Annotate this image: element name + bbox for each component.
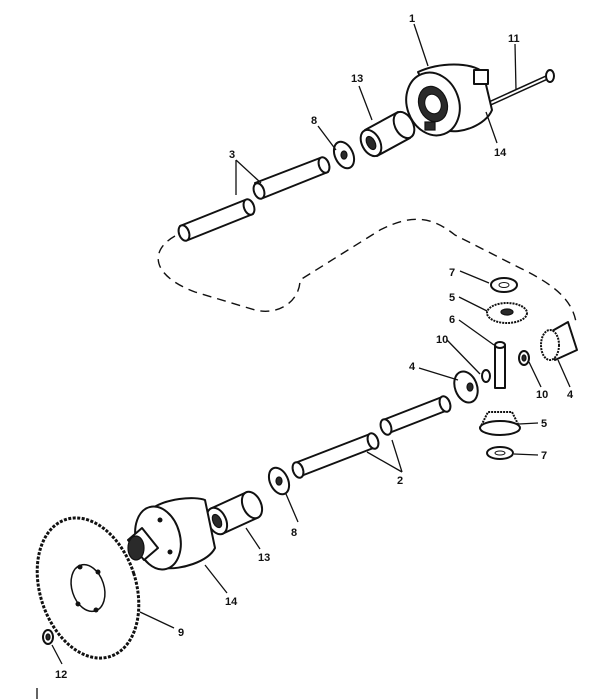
callout-10-right: 10 [536, 389, 548, 401]
callout-5-bottom: 5 [541, 418, 547, 430]
shaft-part-2 [291, 395, 452, 479]
gear-part-5-bottom [479, 411, 521, 436]
nut-part-12 [42, 629, 54, 645]
bevel-gear-part-4-left [453, 370, 479, 404]
callout-7-top: 7 [449, 267, 455, 279]
washer-part-7-bottom [486, 446, 514, 460]
callout-10-left: 10 [436, 334, 448, 346]
callout-2: 2 [397, 475, 403, 487]
pin-part-6 [494, 341, 506, 389]
callout-13-top: 13 [351, 73, 363, 85]
callout-13-bottom: 13 [258, 552, 270, 564]
washer-part-10-right [518, 350, 530, 366]
bolt-part-11 [480, 69, 555, 110]
washer-part-8-bottom [267, 466, 291, 496]
gear-part-5-top [486, 302, 528, 324]
callout-9: 9 [178, 627, 184, 639]
callout-14-bottom: 14 [225, 596, 238, 608]
assembly-dashed-line [157, 218, 577, 323]
callout-4-left: 4 [409, 361, 416, 373]
washer-part-8-top [332, 140, 356, 170]
callout-8-bottom: 8 [291, 527, 297, 539]
washer-part-7-top [490, 277, 518, 293]
hub-part-1 [405, 63, 493, 137]
shaft-part-3 [177, 156, 331, 242]
callout-5-top: 5 [449, 292, 455, 304]
callout-6: 6 [449, 314, 455, 326]
sleeve-part-13-bottom [205, 490, 264, 536]
bevel-gear-part-4-right [540, 321, 578, 361]
callout-8-top: 8 [311, 115, 317, 127]
sleeve-part-13-top [359, 110, 416, 158]
callout-12: 12 [55, 669, 67, 681]
callout-4-right: 4 [567, 389, 574, 401]
washer-part-10-left [481, 369, 491, 383]
callout-1: 1 [409, 13, 415, 25]
callout-11: 11 [508, 33, 520, 45]
leader-lines [51, 23, 571, 665]
sprocket-part-9 [35, 516, 141, 660]
callout-14-top: 14 [494, 147, 507, 159]
callout-7-bottom: 7 [541, 450, 547, 462]
callout-3: 3 [229, 149, 235, 161]
hub-part-14-bottom [127, 497, 216, 571]
